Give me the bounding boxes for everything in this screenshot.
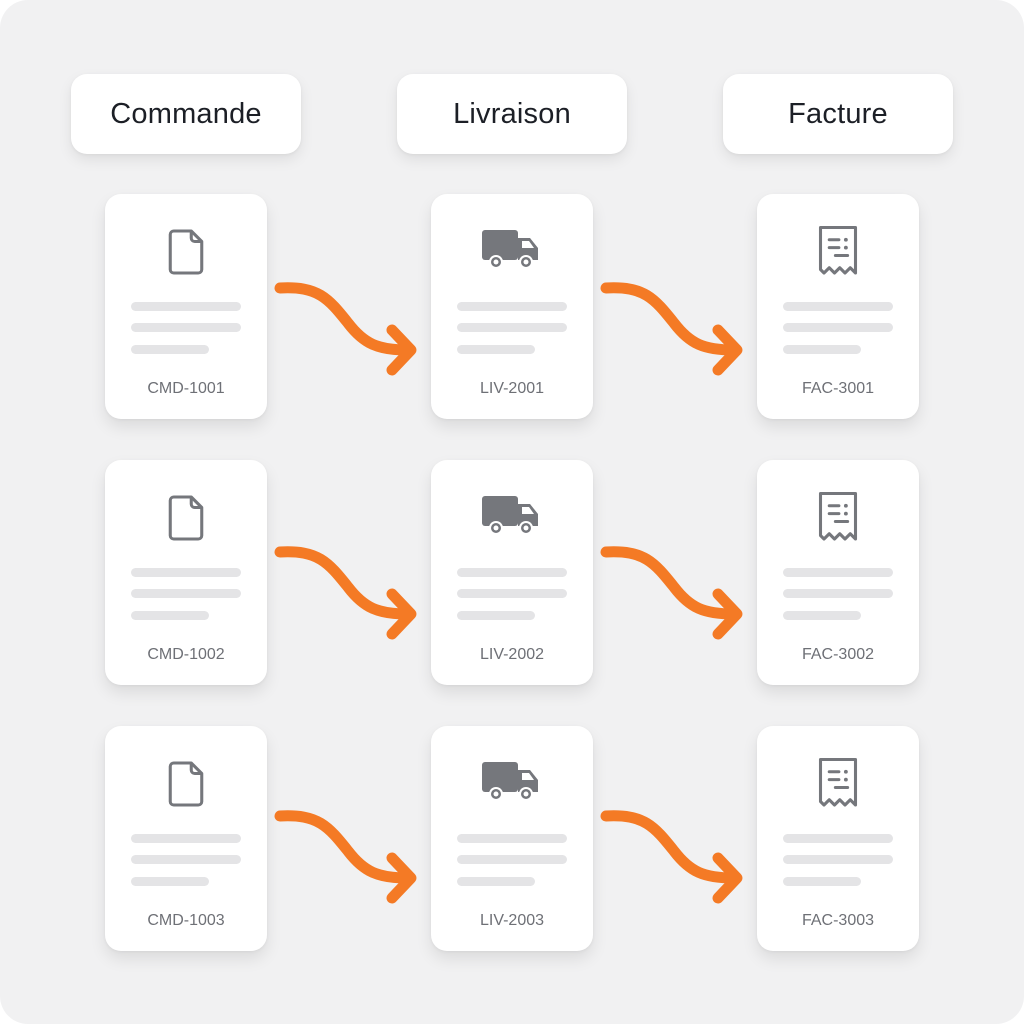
placeholder-line <box>783 611 861 620</box>
commande-id: CMD-1001 <box>147 380 225 397</box>
placeholder-line <box>131 611 209 620</box>
placeholder-line <box>457 855 567 864</box>
livraison-card[interactable]: LIV-2003 <box>431 726 593 951</box>
placeholder-line <box>783 589 893 598</box>
placeholder-line <box>783 568 893 577</box>
livraison-card[interactable]: LIV-2002 <box>431 460 593 685</box>
document-icon <box>154 752 218 816</box>
placeholder-line <box>457 345 535 354</box>
facture-id: FAC-3001 <box>801 380 875 397</box>
column-header-livraison: Livraison <box>397 74 627 154</box>
placeholder-line <box>131 877 209 886</box>
facture-id: FAC-3002 <box>801 646 875 663</box>
placeholder-line <box>131 345 209 354</box>
placeholder-line <box>783 877 861 886</box>
receipt-icon <box>806 752 870 816</box>
document-icon <box>154 486 218 550</box>
placeholder-line <box>783 855 893 864</box>
facture-card[interactable]: FAC-3003 <box>757 726 919 951</box>
placeholder-line <box>783 302 893 311</box>
commande-id: CMD-1002 <box>147 646 225 663</box>
commande-card[interactable]: CMD-1003 <box>105 726 267 951</box>
document-icon <box>154 220 218 284</box>
receipt-icon <box>806 220 870 284</box>
placeholder-line <box>783 345 861 354</box>
arrow-right-icon <box>268 532 428 642</box>
truck-icon <box>480 752 544 816</box>
column-header-commande: Commande <box>71 74 301 154</box>
placeholder-line <box>457 877 535 886</box>
placeholder-line <box>783 323 893 332</box>
arrow-right-icon <box>594 532 754 642</box>
facture-card[interactable]: FAC-3002 <box>757 460 919 685</box>
placeholder-line <box>131 323 241 332</box>
livraison-id: LIV-2002 <box>479 646 545 663</box>
facture-id: FAC-3003 <box>801 912 875 929</box>
commande-id: CMD-1003 <box>147 912 225 929</box>
arrow-right-icon <box>594 268 754 378</box>
column-header-facture: Facture <box>723 74 953 154</box>
placeholder-line <box>131 589 241 598</box>
arrow-right-icon <box>594 796 754 906</box>
placeholder-line <box>457 302 567 311</box>
placeholder-line <box>457 611 535 620</box>
placeholder-line <box>457 834 567 843</box>
placeholder-line <box>131 302 241 311</box>
placeholder-line <box>131 855 241 864</box>
livraison-id: LIV-2003 <box>479 912 545 929</box>
placeholder-line <box>457 568 567 577</box>
commande-card[interactable]: CMD-1002 <box>105 460 267 685</box>
placeholder-line <box>131 568 241 577</box>
placeholder-line <box>131 834 241 843</box>
placeholder-line <box>457 323 567 332</box>
arrow-right-icon <box>268 796 428 906</box>
truck-icon <box>480 220 544 284</box>
arrow-right-icon <box>268 268 428 378</box>
placeholder-line <box>783 834 893 843</box>
receipt-icon <box>806 486 870 550</box>
livraison-id: LIV-2001 <box>479 380 545 397</box>
commande-card[interactable]: CMD-1001 <box>105 194 267 419</box>
truck-icon <box>480 486 544 550</box>
livraison-card[interactable]: LIV-2001 <box>431 194 593 419</box>
facture-card[interactable]: FAC-3001 <box>757 194 919 419</box>
placeholder-line <box>457 589 567 598</box>
